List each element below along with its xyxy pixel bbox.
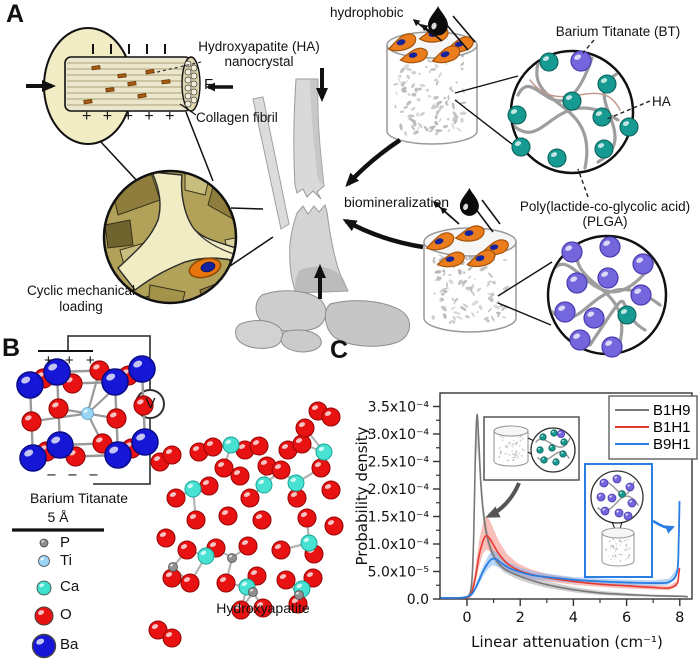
plga-leader-line <box>577 168 589 198</box>
series-line-B1H9 <box>440 413 688 599</box>
osteoblast-cell <box>387 33 417 52</box>
negative-charge-marks <box>92 44 166 54</box>
repel-arrow-icon <box>420 24 443 42</box>
chart-frame <box>439 392 693 600</box>
osteoblast-cell <box>425 232 455 251</box>
minus-electrode-label: − − − <box>46 468 99 483</box>
plga-label: Poly(lactide-co-glycolic acid) (PLGA) <box>512 199 698 229</box>
bone-matrix-zoom-circle <box>99 111 274 305</box>
ha-leader-line <box>606 100 651 120</box>
osteoblast-cell <box>399 47 428 64</box>
inset-b9h1 <box>584 463 653 578</box>
nanocomposite-circle-ha-rich <box>507 39 651 198</box>
collagen-fibril-label: Collagen fibril <box>196 110 278 125</box>
barium-titanate-bt-label: Barium Titanate (BT) <box>555 24 681 39</box>
barium-titanate-label: Barium Titanate <box>29 490 129 506</box>
svg-text:6: 6 <box>622 610 631 626</box>
nanocomposite-circle-bt-rich <box>546 234 668 358</box>
positive-charges-label: + + + + + <box>82 108 175 125</box>
osteoblast-cell <box>431 45 461 64</box>
cyclic-loading-label: Cyclic mechanical loading <box>26 283 136 314</box>
series-line-B9H1 <box>440 501 681 599</box>
svg-text:2.5x10⁻⁴: 2.5x10⁻⁴ <box>368 455 430 471</box>
droplet-icon <box>428 6 448 36</box>
svg-text:3.0x10⁻⁴: 3.0x10⁻⁴ <box>368 427 430 443</box>
barium-titanate-crystal-circuit <box>12 335 344 659</box>
atom-label-o: O <box>60 606 72 623</box>
droplet-icon <box>459 187 479 216</box>
panel-b-label: B <box>2 334 21 362</box>
force-label: F <box>204 76 214 93</box>
osteocyte-nucleus <box>200 261 216 273</box>
svg-text:1.0x10⁻⁴: 1.0x10⁻⁴ <box>368 537 430 553</box>
ha-nanocrystal-label: Hydroxyapatite (HA) nanocrystal <box>198 39 320 69</box>
fibril-end-fibers <box>184 60 198 108</box>
probability-density-chart: 0.0 5.0x10⁻⁵ 1.0x10⁻⁴ 1.5x10⁻⁴ 2.0x10⁻⁴ 2.5x1… <box>368 392 698 626</box>
ha-nanocrystals-on-fibril <box>83 65 171 105</box>
bt-leader-line <box>582 39 595 54</box>
atom-legend-spheres <box>31 538 57 659</box>
osteoblast-cell <box>436 251 465 268</box>
hydroxyapatite-label: Hydroxyapatite <box>216 600 310 616</box>
osteocyte-lacuna-shape <box>117 171 236 291</box>
svg-text:2: 2 <box>516 610 525 626</box>
svg-text:2.0x10⁻⁴: 2.0x10⁻⁴ <box>368 482 430 498</box>
inset-pointer-arrow-gray <box>485 482 521 518</box>
scale-bar-label: 5 Å <box>47 509 69 525</box>
legend-label-B9H1: B9H1 <box>653 436 691 453</box>
repel-arrow-icon <box>439 207 460 225</box>
atom-label-ca: Ca <box>60 578 80 595</box>
collagen-fibril-illustration <box>26 27 233 145</box>
plus-electrode-label: + + + <box>44 352 95 369</box>
ha-label: HA <box>652 94 671 109</box>
plga-line2: (PLGA) <box>582 214 628 229</box>
inset-b1h9 <box>483 416 580 481</box>
ha-nanocrystal-leader-line <box>152 61 202 74</box>
scaffold-biomineralized-bottom <box>423 187 553 333</box>
biomineralization-arrows <box>342 138 424 250</box>
chart-insets <box>483 416 675 578</box>
panel-c-label: C <box>330 336 349 364</box>
svg-text:1.5x10⁻⁴: 1.5x10⁻⁴ <box>368 510 430 526</box>
osteoblast-cell <box>454 225 485 242</box>
chart-y-axis-title: Probability density <box>353 426 371 566</box>
voltmeter-label: V <box>145 395 156 412</box>
inset-pointer-arrow-blue <box>652 519 675 534</box>
svg-text:8: 8 <box>675 610 684 626</box>
svg-text:0.0: 0.0 <box>407 592 429 608</box>
atom-label-ti: Ti <box>60 552 72 569</box>
svg-text:3.5x10⁻⁴: 3.5x10⁻⁴ <box>368 400 430 416</box>
bone-xray-illustration <box>235 68 410 353</box>
scaffold-hydrophobic-top <box>386 6 519 149</box>
svg-text:5.0x10⁻⁵: 5.0x10⁻⁵ <box>368 565 429 581</box>
hydroxyapatite-molecule <box>148 401 344 648</box>
legend-label-B1H9: B1H9 <box>653 402 691 419</box>
osteoblast-cell <box>466 249 496 268</box>
fibril-tubes <box>67 62 188 106</box>
series-band-B1H1 <box>440 516 680 599</box>
chart-x-axis-title: Linear attenuation (cm⁻¹) <box>471 633 663 651</box>
plga-line1: Poly(lactide-co-glycolic acid) <box>519 199 691 214</box>
svg-text:0: 0 <box>462 610 471 626</box>
hydrophobic-label: hydrophobic <box>330 5 404 20</box>
collagen-leader-line <box>179 103 197 116</box>
svg-text:4: 4 <box>569 610 578 626</box>
legend-label-B1H1: B1H1 <box>653 419 691 436</box>
atom-label-ba: Ba <box>60 636 79 653</box>
panel-a-label: A <box>6 0 25 28</box>
atom-label-p: P <box>60 534 71 551</box>
biomineralization-label: biomineralization <box>344 194 450 210</box>
series-line-B1H1 <box>440 534 681 599</box>
